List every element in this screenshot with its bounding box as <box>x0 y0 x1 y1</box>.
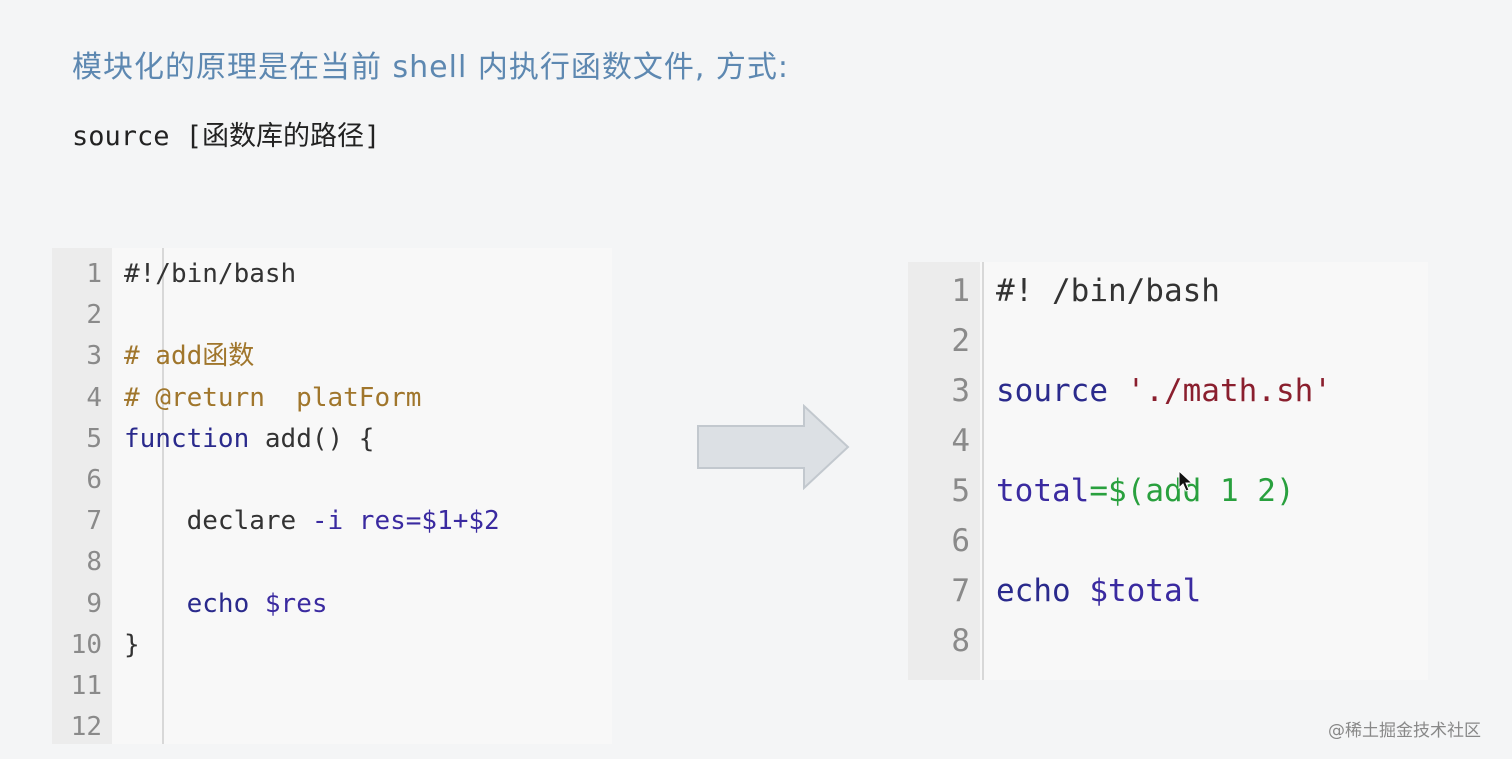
code-line: 3 # add函数 <box>52 336 612 377</box>
code-token: './math.sh' <box>1107 373 1332 409</box>
code-line: 5 function add() { <box>52 419 612 460</box>
code-line: 10} <box>52 625 612 666</box>
line-number: 2 <box>951 323 970 359</box>
code-token: # @return platForm <box>124 382 422 413</box>
code-token: =$( <box>1089 473 1146 509</box>
code-line: 7 declare -i res=$1+$2 <box>52 501 612 542</box>
math-sh-editor: 1 #!/bin/bash 2 3 # add函数 4 # @return platForm… <box>52 248 612 744</box>
line-number: 5 <box>86 423 102 454</box>
main-sh-editor: 1 #! /bin/bash 2 3 source './math.sh' 4 5 total… <box>908 262 1428 680</box>
code-text: total=$(add 1 2) <box>996 466 1295 516</box>
code-line: 4 # @return platForm <box>52 378 612 419</box>
code-token: source <box>996 373 1108 409</box>
line-number-gutter <box>908 262 980 680</box>
code-token: add() { <box>249 423 375 454</box>
code-line: 2 <box>52 295 612 336</box>
line-number: 9 <box>86 588 102 619</box>
code-line: 1 #! /bin/bash <box>908 266 1428 316</box>
line-number: 5 <box>951 473 970 509</box>
code-line: 2 <box>908 316 1428 366</box>
line-number: 7 <box>951 573 970 609</box>
code-text: echo $total <box>996 566 1201 616</box>
code-line: 8 <box>908 616 1428 666</box>
line-number: 3 <box>951 373 970 409</box>
code-line: 12 <box>52 707 612 744</box>
source-syntax: source [函数库的路径] <box>72 121 381 152</box>
line-number: 7 <box>86 506 102 537</box>
code-line: 8 <box>52 542 612 583</box>
code-line: 11 <box>52 666 612 707</box>
line-number: 2 <box>86 300 102 331</box>
code-line: 5 total=$(add 1 2) <box>908 466 1428 516</box>
code-text: echo $res <box>124 584 328 625</box>
line-number: 8 <box>951 623 970 659</box>
code-text: #! /bin/bash <box>996 266 1220 316</box>
line-number: 3 <box>86 341 102 372</box>
gutter-divider <box>982 262 984 680</box>
line-number: 1 <box>951 273 970 309</box>
code-token: declare <box>124 506 312 537</box>
code-text: # @return platForm <box>124 378 421 419</box>
gutter-divider <box>162 248 164 744</box>
line-number: 12 <box>70 712 102 743</box>
code-line: 9 echo $res <box>52 584 612 625</box>
code-token: $res <box>249 588 328 619</box>
code-text: #!/bin/bash <box>124 254 296 295</box>
code-token: add 1 2) <box>1145 473 1295 509</box>
code-token: -i <box>311 506 344 537</box>
code-line: 6 <box>52 460 612 501</box>
code-text: } <box>124 625 140 666</box>
code-text: source './math.sh' <box>996 366 1332 416</box>
code-token: # add函数 <box>124 341 255 372</box>
line-number: 6 <box>86 465 102 495</box>
code-line: 3 source './math.sh' <box>908 366 1428 416</box>
line-number: 11 <box>70 671 102 701</box>
code-token: $total <box>1070 573 1202 609</box>
code-text: declare -i res=$1+$2 <box>124 501 500 542</box>
watermark-text: @稀土掘金技术社区 <box>1328 721 1481 741</box>
code-token <box>124 589 187 619</box>
slide-heading: 模块化的原理是在当前 shell 内执行函数文件, 方式: <box>72 50 790 85</box>
code-token: res=$1+$2 <box>343 506 500 537</box>
code-token: #! /bin/bash <box>996 273 1220 309</box>
code-token: echo <box>186 588 250 619</box>
code-text: # add函数 <box>124 336 254 377</box>
code-token: echo <box>996 573 1071 609</box>
code-line: 6 <box>908 516 1428 566</box>
code-line: 4 <box>908 416 1428 466</box>
right-arrow-icon <box>697 404 850 490</box>
line-number-gutter <box>52 248 112 744</box>
mouse-pointer-icon <box>1178 470 1194 492</box>
code-token: } <box>124 629 140 660</box>
line-number: 1 <box>86 259 102 289</box>
line-number: 10 <box>70 629 102 660</box>
code-line: 7 echo $total <box>908 566 1428 616</box>
code-token: function <box>124 423 250 454</box>
line-number: 4 <box>86 382 102 413</box>
code-token: #!/bin/bash <box>124 259 297 289</box>
line-number: 4 <box>951 423 970 459</box>
line-number: 8 <box>86 547 102 578</box>
code-token: total <box>996 473 1090 509</box>
code-line: 1 #!/bin/bash <box>52 254 612 295</box>
code-text: function add() { <box>124 419 374 460</box>
line-number: 6 <box>951 523 970 559</box>
